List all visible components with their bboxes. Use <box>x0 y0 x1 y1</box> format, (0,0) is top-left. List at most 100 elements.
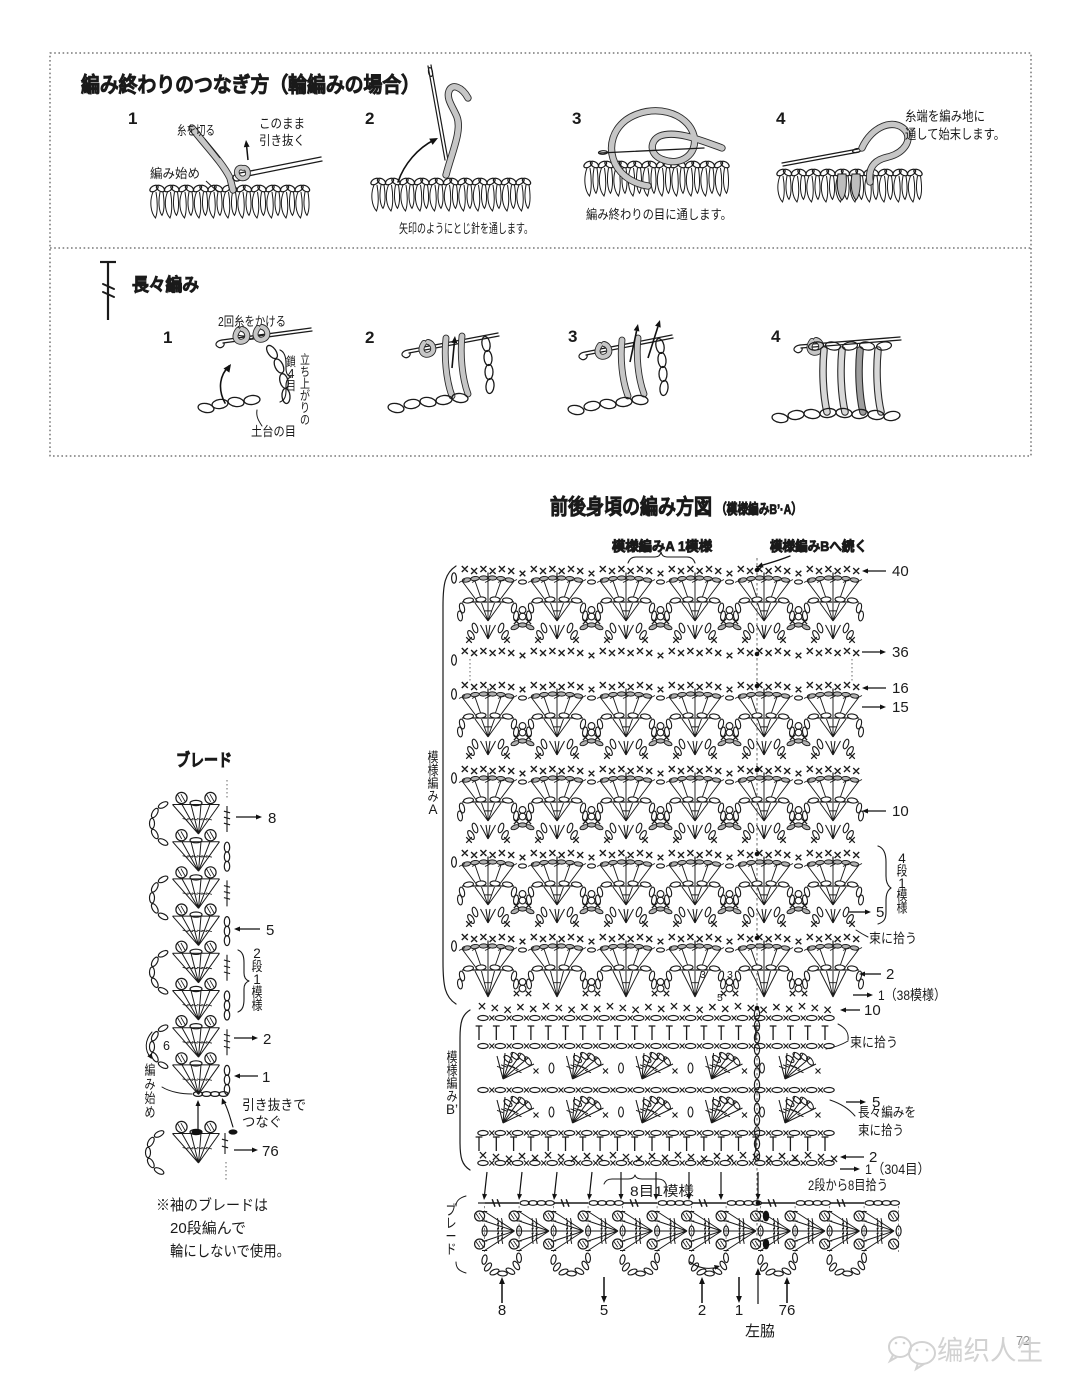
svg-text:15: 15 <box>892 699 909 716</box>
svg-text:ド: ド <box>446 1242 457 1257</box>
svg-text:1: 1 <box>735 1302 743 1319</box>
svg-text:10: 10 <box>864 1002 881 1019</box>
svg-text:2: 2 <box>698 1302 706 1319</box>
svg-text:様: 様 <box>428 763 439 778</box>
svg-text:編み始め: 編み始め <box>150 166 200 181</box>
svg-text:40: 40 <box>892 563 909 580</box>
svg-text:編み終わりの目に通します。: 編み終わりの目に通します。 <box>586 207 732 222</box>
svg-text:つなぐ: つなぐ <box>242 1114 282 1130</box>
svg-text:1（304目）: 1（304目） <box>865 1161 930 1177</box>
svg-text:模様編みBへ続く: 模様編みBへ続く <box>770 538 867 554</box>
svg-text:2: 2 <box>869 1149 877 1166</box>
svg-text:束に拾う: 束に拾う <box>858 1123 904 1138</box>
svg-text:輪にしないで使用。: 輪にしないで使用。 <box>170 1243 290 1260</box>
svg-text:模: 模 <box>897 888 908 903</box>
svg-text:76: 76 <box>779 1302 796 1319</box>
svg-text:3: 3 <box>727 969 733 981</box>
svg-text:5: 5 <box>717 992 723 1004</box>
svg-text:が: が <box>300 388 310 403</box>
svg-text:ブ: ブ <box>446 1202 457 1218</box>
svg-text:編み終わりのつなぎ方（輪編みの場合）: 編み終わりのつなぎ方（輪編みの場合） <box>81 73 420 97</box>
svg-text:10: 10 <box>892 803 909 820</box>
svg-text:レ: レ <box>446 1216 457 1231</box>
svg-text:ち: ち <box>300 365 310 379</box>
svg-text:2: 2 <box>365 109 374 128</box>
svg-text:1: 1 <box>253 972 261 987</box>
svg-text:鎖: 鎖 <box>286 354 296 369</box>
svg-text:72: 72 <box>1016 1334 1030 1348</box>
svg-text:1: 1 <box>128 109 137 128</box>
svg-text:段: 段 <box>252 959 263 974</box>
svg-text:2回糸をかける: 2回糸をかける <box>218 314 286 329</box>
svg-text:20段編んで: 20段編んで <box>170 1220 246 1237</box>
svg-text:上: 上 <box>300 377 310 391</box>
svg-text:4: 4 <box>898 851 906 866</box>
svg-text:編: 編 <box>428 776 439 791</box>
svg-text:立: 立 <box>300 352 310 367</box>
svg-text:左脇: 左脇 <box>745 1323 775 1340</box>
svg-text:（模様編みB’·A）: （模様編みB’·A） <box>716 501 802 517</box>
svg-text:め: め <box>145 1105 156 1120</box>
svg-text:编织人生: 编织人生 <box>937 1336 1043 1366</box>
svg-text:5: 5 <box>266 922 274 939</box>
svg-text:模様編みA 1模様: 模様編みA 1模様 <box>612 538 712 554</box>
svg-text:1（38模様）: 1（38模様） <box>878 987 946 1003</box>
svg-text:3: 3 <box>568 327 577 346</box>
svg-text:段: 段 <box>897 863 908 878</box>
svg-text:引き抜きで: 引き抜きで <box>242 1097 306 1113</box>
svg-text:B’: B’ <box>446 1102 458 1117</box>
svg-text:A: A <box>428 802 437 817</box>
svg-text:2段から8目拾う: 2段から8目拾う <box>808 1177 888 1193</box>
svg-text:8: 8 <box>498 1302 506 1319</box>
svg-text:模: 模 <box>252 985 263 1000</box>
svg-text:36: 36 <box>892 644 909 661</box>
svg-text:始: 始 <box>145 1091 156 1106</box>
svg-text:16: 16 <box>892 680 909 697</box>
svg-text:5: 5 <box>876 904 884 921</box>
svg-text:8目1模様: 8目1模様 <box>630 1183 694 1199</box>
svg-text:2: 2 <box>365 328 374 347</box>
svg-text:4: 4 <box>288 367 295 381</box>
svg-text:引き抜く: 引き抜く <box>259 133 305 148</box>
svg-text:目: 目 <box>286 379 296 393</box>
svg-text:模: 模 <box>428 750 439 765</box>
svg-text:糸を切る: 糸を切る <box>177 123 215 138</box>
svg-text:4: 4 <box>776 109 786 128</box>
svg-text:2: 2 <box>253 946 261 961</box>
svg-text:様: 様 <box>252 998 263 1013</box>
svg-text:6: 6 <box>163 1039 170 1053</box>
svg-text:通して始末します。: 通して始末します。 <box>905 127 1005 142</box>
svg-text:長々編みを: 長々編みを <box>858 1105 916 1120</box>
svg-text:矢印のようにとじ針を通します。: 矢印のようにとじ針を通します。 <box>399 221 533 236</box>
svg-text:前後身頃の編み方図: 前後身頃の編み方図 <box>550 495 712 519</box>
svg-text:編: 編 <box>447 1076 458 1091</box>
svg-text:ブレード: ブレード <box>176 750 232 770</box>
svg-text:5: 5 <box>872 1094 880 1111</box>
svg-text:み: み <box>428 789 439 804</box>
svg-text:束に拾う: 束に拾う <box>869 931 917 946</box>
svg-text:り: り <box>300 401 310 415</box>
svg-text:このまま: このまま <box>259 116 305 131</box>
svg-text:3: 3 <box>700 969 706 981</box>
svg-text:5: 5 <box>600 1302 608 1319</box>
svg-text:編: 編 <box>145 1063 156 1078</box>
svg-text:模: 模 <box>447 1050 458 1065</box>
svg-text:1: 1 <box>262 1069 270 1086</box>
svg-text:み: み <box>447 1089 458 1104</box>
svg-text:の: の <box>300 413 310 427</box>
svg-text:土台の目: 土台の目 <box>251 424 296 439</box>
svg-text:様: 様 <box>897 901 908 916</box>
svg-text:ー: ー <box>446 1229 457 1244</box>
svg-text:8: 8 <box>268 810 276 827</box>
svg-text:糸端を編み地に: 糸端を編み地に <box>905 109 985 124</box>
svg-text:3: 3 <box>572 109 581 128</box>
svg-text:長々編み: 長々編み <box>132 274 199 295</box>
svg-text:2: 2 <box>263 1031 271 1048</box>
svg-text:束に拾う: 束に拾う <box>850 1035 898 1050</box>
svg-text:4: 4 <box>771 327 781 346</box>
svg-text:み: み <box>145 1077 156 1092</box>
svg-text:1: 1 <box>163 328 172 347</box>
svg-text:76: 76 <box>262 1143 279 1160</box>
svg-text:2: 2 <box>886 966 894 983</box>
svg-text:※袖のブレードは: ※袖のブレードは <box>156 1196 268 1214</box>
